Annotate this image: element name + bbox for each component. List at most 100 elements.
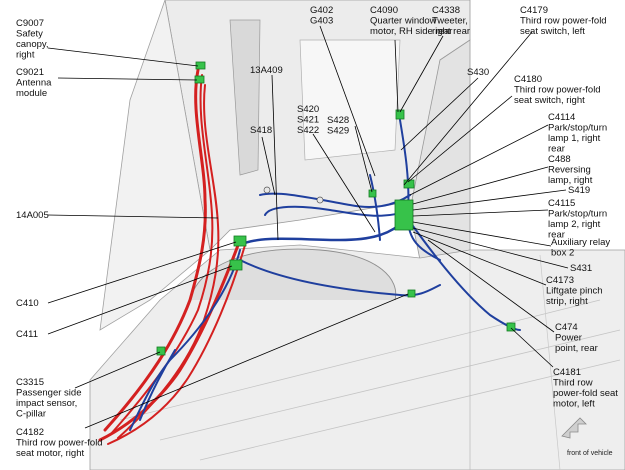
label-line: module [16, 88, 47, 99]
label-line: motor, left [553, 399, 595, 410]
connector-c411 [229, 259, 243, 271]
label-line: right rear [432, 26, 470, 37]
label-line: Park/stop/turn [548, 209, 607, 220]
label-line: S431 [570, 263, 592, 274]
label-s419: S419 [568, 185, 590, 196]
label-line: C4179 [520, 5, 548, 16]
label-line: C4338 [432, 5, 460, 16]
label-s431: S431 [570, 263, 592, 274]
label-line: C4114 [548, 112, 575, 123]
label-line: G402 [310, 5, 333, 16]
connector-c4180 [403, 179, 415, 189]
front-arrow-icon [561, 417, 587, 439]
connector-c4181 [506, 322, 516, 332]
label-line: S430 [467, 67, 489, 78]
label-c410: C410 [16, 298, 39, 309]
front-of-vehicle-label: front of vehicle [567, 450, 613, 457]
label-line: Third row power-fold [514, 85, 601, 96]
label-line: Auxiliary relay [551, 237, 610, 248]
label-line: S429 [327, 126, 349, 137]
label-line: 13A409 [250, 65, 283, 76]
front-of-vehicle-indicator: front of vehicle [561, 417, 613, 457]
label-c411: C411 [16, 329, 38, 340]
label-line: strip, right [546, 296, 588, 307]
connector-c474 [407, 289, 416, 298]
label-line: S422 [297, 125, 319, 136]
label-line: seat motor, right [16, 448, 84, 459]
label-line: Reversing [548, 165, 591, 176]
label-line: C4173 [546, 275, 574, 286]
label-line: lamp 1, right [548, 133, 601, 144]
label-line: C-pillar [16, 409, 46, 420]
connector-cluster-rear [394, 199, 414, 231]
label-line: Third row power-fold [520, 16, 607, 27]
body-panels [89, 0, 625, 470]
label-line: rear [548, 144, 565, 155]
connector-c9007 [195, 61, 206, 70]
label-line: S418 [250, 125, 272, 136]
label-line: Antenna [16, 78, 52, 89]
connector-c4338 [395, 109, 405, 120]
label-line: C488 [548, 154, 571, 165]
connector-s428 [368, 189, 377, 198]
label-line: point, rear [555, 343, 598, 354]
label-line: seat switch, right [514, 95, 585, 106]
label-line: 14A005 [16, 210, 49, 221]
label-line: Quarter window [370, 16, 437, 27]
label-line: C4182 [16, 427, 44, 438]
label-line: Power [555, 333, 582, 344]
label-line: S419 [568, 185, 590, 196]
label-line: C4180 [514, 74, 542, 85]
label-line: canopy, [16, 39, 49, 50]
label-line: Park/stop/turn [548, 123, 607, 134]
label-line: lamp, right [548, 175, 593, 186]
label-line: power-fold seat [553, 388, 618, 399]
label-line: Third row power-fold [16, 438, 103, 449]
connector-c410 [233, 235, 247, 247]
label-line: C474 [555, 322, 578, 333]
label-line: G403 [310, 16, 333, 27]
label-line: seat switch, left [520, 26, 585, 37]
label-line: right [16, 50, 35, 61]
label-line: impact sensor, [16, 398, 77, 409]
label-line: Passenger side [16, 388, 81, 399]
label-line: rear [548, 230, 565, 241]
leader-lines [47, 25, 569, 429]
label-s430: S430 [467, 67, 489, 78]
label-line: C9007 [16, 18, 44, 29]
label-line: Third row [553, 378, 593, 389]
label-line: C410 [16, 298, 39, 309]
label-line: motor, RH side rear [370, 26, 452, 37]
label-line: S420 [297, 104, 319, 115]
label-13a409: 13A409 [250, 65, 283, 76]
label-line: Tweeter, [432, 16, 468, 27]
label-line: C4181 [553, 367, 581, 378]
label-line: C9021 [16, 67, 44, 78]
connectors [156, 61, 516, 356]
label-s418: S418 [250, 125, 272, 136]
label-line: S428 [327, 115, 349, 126]
label-line: C411 [16, 329, 38, 340]
label-line: C4115 [548, 198, 575, 209]
label-line: S421 [297, 115, 319, 126]
connector-c9021 [194, 75, 205, 84]
label-line: lamp 2, right [548, 219, 601, 230]
